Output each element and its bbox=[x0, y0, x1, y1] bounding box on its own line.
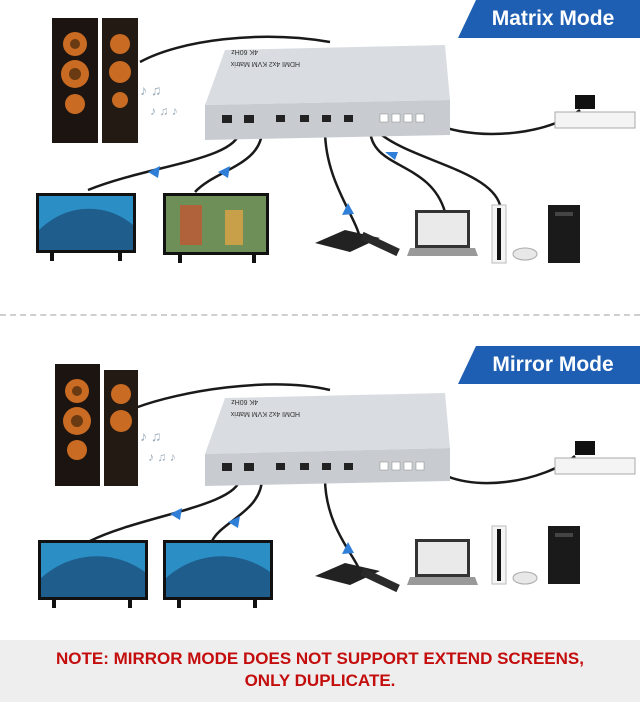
svg-text:♪ ♫: ♪ ♫ bbox=[140, 428, 161, 444]
speaker-cable bbox=[139, 35, 331, 64]
device-label-text: HDMI 4x2 KVM Matrix bbox=[230, 410, 300, 417]
streaming-box-icon bbox=[315, 563, 400, 593]
tv-left-icon bbox=[38, 540, 148, 608]
device-label-text: HDMI 4x2 KVM Matrix bbox=[230, 60, 300, 67]
output1-cable bbox=[89, 477, 242, 543]
power-strip-icon bbox=[554, 95, 636, 129]
desktop-pc-icon bbox=[548, 526, 580, 584]
desktop-pc-icon bbox=[548, 205, 580, 263]
tv-left-icon bbox=[36, 193, 136, 261]
game-console-icon bbox=[491, 204, 538, 264]
note-line-2: ONLY DUPLICATE. bbox=[244, 671, 396, 690]
streamer-cable bbox=[323, 129, 362, 239]
arrow-left-icon bbox=[148, 166, 160, 178]
matrix-mode-banner: Matrix Mode bbox=[458, 0, 640, 38]
svg-text:♪ ♫ ♪: ♪ ♫ ♪ bbox=[150, 104, 178, 118]
game-console-icon bbox=[491, 525, 538, 585]
svg-text:♪ ♫: ♪ ♫ bbox=[140, 82, 161, 98]
speakers-icon bbox=[55, 364, 138, 486]
device-resolution-text: 4K 60Hz bbox=[231, 48, 258, 55]
mirror-mode-panel: Mirror Mode ♪ ♫ ♪ ♫ ♪ bbox=[0, 346, 640, 636]
section-divider bbox=[0, 314, 640, 316]
matrix-mode-diagram: ♪ ♫ ♪ ♫ ♪ HDMI 4x2 KVM Matrix 4K 60Hz bbox=[36, 18, 636, 264]
console-cable bbox=[377, 131, 502, 206]
laptop-icon bbox=[407, 539, 478, 585]
kvm-matrix-device bbox=[205, 45, 450, 140]
music-notes-icon: ♪ ♫ ♪ ♫ ♪ bbox=[140, 428, 176, 464]
output2-cable bbox=[210, 477, 264, 542]
svg-text:♪ ♫ ♪: ♪ ♫ ♪ bbox=[148, 450, 176, 464]
arrow-left-icon bbox=[170, 508, 182, 520]
arrow-up-icon bbox=[385, 152, 398, 160]
note-line-1: NOTE: MIRROR MODE DOES NOT SUPPORT EXTEN… bbox=[56, 649, 584, 668]
streamer-cable bbox=[323, 477, 362, 572]
power-cable bbox=[431, 455, 576, 485]
arrow-left-icon bbox=[218, 166, 230, 178]
mirror-arrows bbox=[170, 508, 354, 554]
tv-right-icon bbox=[163, 193, 269, 263]
output2-cable bbox=[194, 129, 264, 193]
mirror-mode-banner: Mirror Mode bbox=[458, 346, 640, 384]
mirror-mode-diagram: ♪ ♫ ♪ ♫ ♪ HDMI 4x2 KVM Matrix 4K 60Hz bbox=[38, 364, 636, 608]
mirror-mode-note: NOTE: MIRROR MODE DOES NOT SUPPORT EXTEN… bbox=[0, 640, 640, 702]
tv-right-icon bbox=[163, 540, 273, 608]
kvm-matrix-device bbox=[205, 393, 450, 486]
output1-cable bbox=[87, 129, 242, 192]
device-resolution-text: 4K 60Hz bbox=[231, 398, 258, 405]
matrix-mode-panel: Matrix Mode ♪ ♫ ♪ ♫ ♪ bbox=[0, 0, 640, 312]
arrow-up-icon bbox=[342, 542, 354, 554]
arrow-left-icon bbox=[228, 516, 240, 528]
power-strip-icon bbox=[554, 441, 636, 475]
matrix-arrows bbox=[148, 152, 398, 215]
speaker-cable bbox=[134, 383, 331, 410]
laptop-cable bbox=[368, 127, 447, 213]
laptop-icon bbox=[407, 210, 478, 256]
arrow-up-icon bbox=[342, 203, 354, 215]
music-notes-icon: ♪ ♫ ♪ ♫ ♪ bbox=[140, 82, 178, 118]
streaming-box-icon bbox=[315, 230, 400, 257]
speakers-icon bbox=[52, 18, 138, 143]
